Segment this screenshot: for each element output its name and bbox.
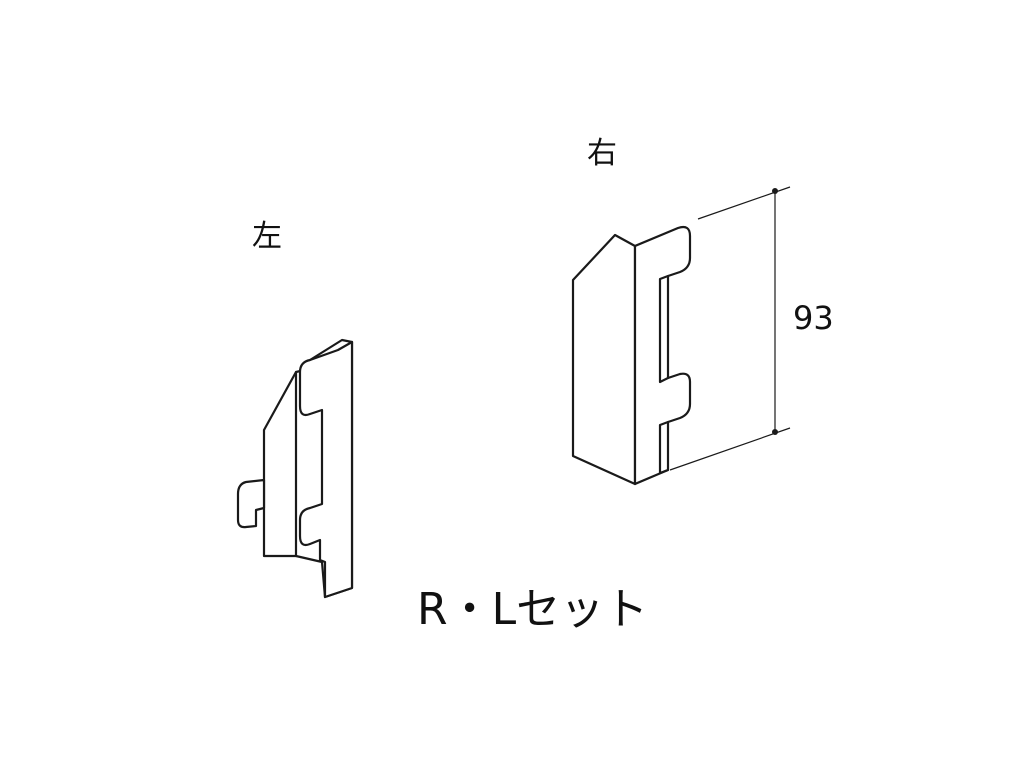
dimension-arrow-top bbox=[772, 188, 778, 194]
left-bracket bbox=[236, 338, 354, 599]
dimension-extension-bottom bbox=[669, 427, 791, 471]
right-bracket-side-panel bbox=[571, 233, 637, 486]
right-bracket-notch-lower bbox=[658, 420, 670, 475]
dimension-arrow-bottom bbox=[772, 429, 778, 435]
right-label: 右 bbox=[587, 136, 617, 171]
left-bracket-top-edge bbox=[308, 338, 354, 362]
right-bracket-notch-upper bbox=[658, 274, 670, 384]
height-dimension bbox=[669, 186, 791, 471]
left-bracket-lower-hook bbox=[236, 478, 266, 529]
set-label: R・Lセット bbox=[417, 584, 648, 635]
right-bracket-front-plate bbox=[633, 225, 692, 486]
right-bracket bbox=[571, 225, 692, 486]
left-label: 左 bbox=[252, 219, 282, 254]
dimension-label: 93 bbox=[793, 299, 834, 337]
